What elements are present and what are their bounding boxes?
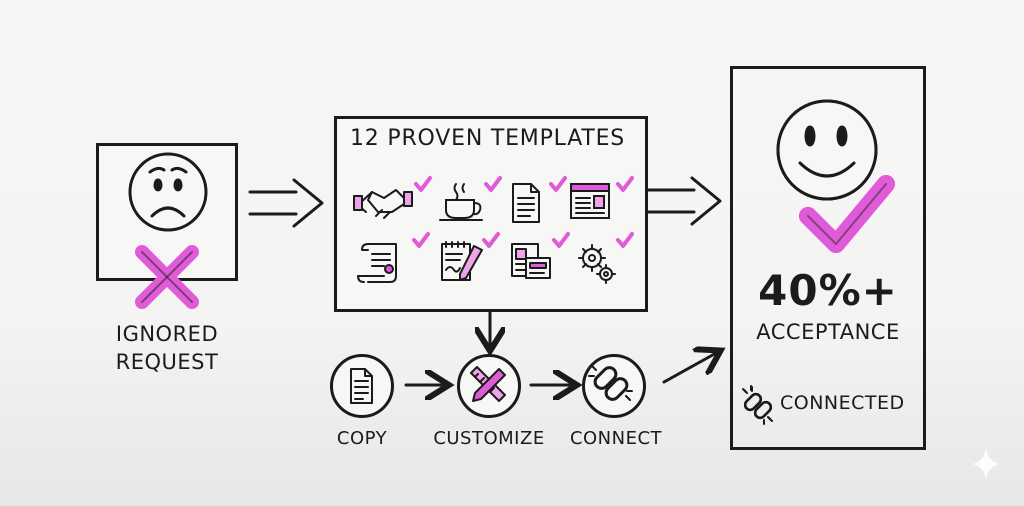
step-label-copy: COPY bbox=[336, 428, 388, 449]
result-box bbox=[730, 66, 926, 450]
ignored-label-line1: IGNORED bbox=[115, 322, 219, 346]
ignored-label-line2: REQUEST bbox=[115, 350, 219, 374]
connected-status: CONNECTED bbox=[780, 392, 905, 414]
arrow-templates-to-result bbox=[646, 176, 722, 226]
arrow-left-to-templates bbox=[248, 178, 324, 228]
acceptance-stat: 40%+ bbox=[758, 266, 898, 315]
step-label-connect: CONNECT bbox=[569, 428, 663, 449]
acceptance-label: ACCEPTANCE bbox=[756, 320, 900, 344]
arrow-connect-to-result bbox=[662, 352, 718, 384]
templates-title: 12 PROVEN TEMPLATES bbox=[350, 126, 626, 151]
sparkle-icon bbox=[972, 448, 1000, 480]
ignored-request-box bbox=[96, 143, 238, 281]
connect-step-circle bbox=[582, 354, 646, 418]
customize-step-circle bbox=[457, 354, 521, 418]
step-label-customize: CUSTOMIZE bbox=[433, 428, 545, 449]
copy-step-circle bbox=[330, 354, 394, 418]
